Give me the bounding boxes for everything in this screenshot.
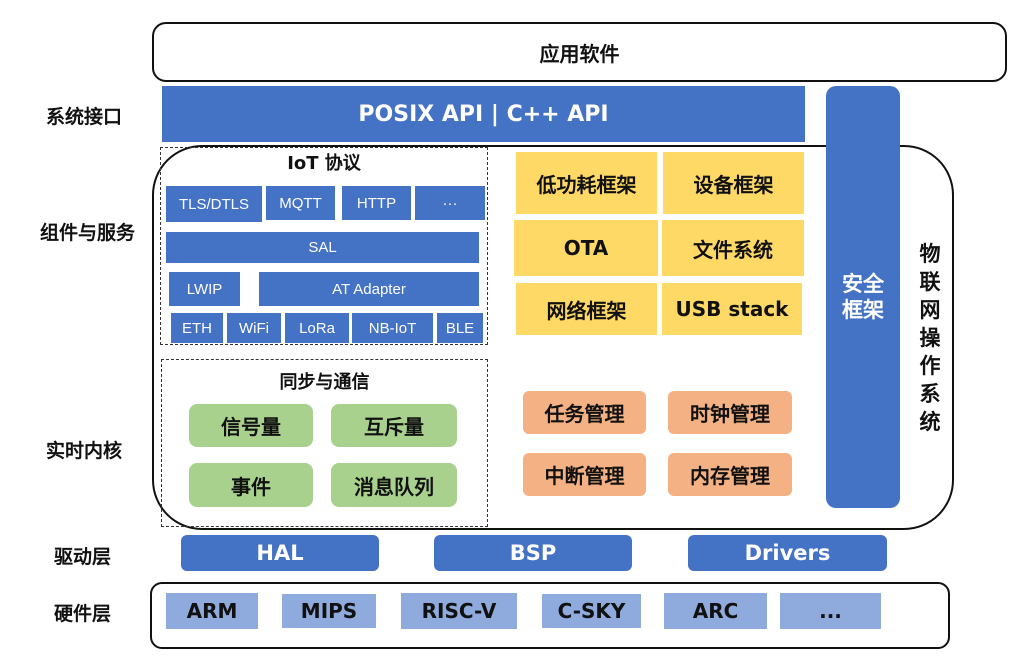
iot-os-label-char: 统 bbox=[919, 410, 941, 434]
hardware-arm: ARM bbox=[166, 593, 258, 629]
protocol-lwip: LWIP bbox=[169, 272, 240, 306]
row-label-driver-layer: 驱动层 bbox=[54, 546, 112, 568]
framework-file-system: 文件系统 bbox=[662, 220, 804, 276]
sync-comm-title: 同步与通信 bbox=[279, 372, 370, 393]
framework-ota: OTA bbox=[514, 220, 658, 276]
hardware-arc: ARC bbox=[664, 593, 767, 629]
iot-os-label-char: 联 bbox=[919, 270, 941, 294]
protocol-nb-iot: NB-IoT bbox=[352, 313, 433, 343]
sync-event: 事件 bbox=[189, 463, 313, 507]
iot-protocol-group bbox=[160, 147, 488, 345]
driver-bsp: BSP bbox=[434, 535, 632, 571]
framework-usb-stack: USB stack bbox=[662, 283, 802, 335]
framework-low-power: 低功耗框架 bbox=[516, 152, 657, 214]
protocol-tls-dtls: TLS/DTLS bbox=[166, 186, 262, 222]
sync-message-queue: 消息队列 bbox=[331, 463, 457, 507]
framework-network: 网络框架 bbox=[516, 283, 657, 335]
hardware-layer-box bbox=[150, 582, 950, 649]
application-layer: 应用软件 bbox=[152, 22, 1007, 82]
iot-os-label-char: 网 bbox=[919, 298, 941, 322]
security-framework-line2: 框架 bbox=[842, 298, 884, 322]
driver-hal: HAL bbox=[181, 535, 379, 571]
sync-comm-group bbox=[161, 359, 488, 527]
security-framework: 安全 框架 bbox=[826, 86, 900, 508]
hardware-c-sky: C-SKY bbox=[542, 594, 641, 628]
kernel-task-management: 任务管理 bbox=[523, 391, 646, 434]
api-bar: POSIX API | C++ API bbox=[162, 86, 805, 142]
row-label-system-interface: 系统接口 bbox=[46, 106, 123, 128]
protocol-sal: SAL bbox=[166, 232, 479, 263]
iot-os-label-char: 操 bbox=[919, 326, 941, 350]
protocol-mqtt: MQTT bbox=[266, 186, 335, 220]
kernel-interrupt-management: 中断管理 bbox=[523, 453, 646, 496]
row-label-hardware-layer: 硬件层 bbox=[54, 603, 112, 625]
protocol-wifi: WiFi bbox=[227, 313, 281, 343]
kernel-clock-management: 时钟管理 bbox=[668, 391, 792, 434]
protocol-ble: BLE bbox=[437, 313, 483, 343]
protocol-eth: ETH bbox=[171, 313, 223, 343]
protocol-more: ··· bbox=[415, 186, 485, 220]
row-label-realtime-kernel: 实时内核 bbox=[46, 440, 123, 462]
protocol-at-adapter: AT Adapter bbox=[259, 272, 479, 306]
driver-drivers: Drivers bbox=[688, 535, 887, 571]
security-framework-line1: 安全 bbox=[842, 272, 884, 296]
iot-protocol-title: IoT 协议 bbox=[287, 153, 361, 174]
iot-os-label-char: 系 bbox=[919, 382, 941, 406]
framework-device: 设备框架 bbox=[663, 152, 804, 214]
application-layer-label: 应用软件 bbox=[539, 41, 620, 66]
hardware-risc-v: RISC-V bbox=[401, 593, 517, 629]
hardware-mips: MIPS bbox=[282, 594, 376, 628]
protocol-lora: LoRa bbox=[285, 313, 349, 343]
iot-os-label: 物联网操作系统 bbox=[912, 240, 948, 436]
iot-os-boundary bbox=[152, 145, 954, 530]
iot-os-label-char: 作 bbox=[919, 354, 941, 378]
api-bar-label: POSIX API | C++ API bbox=[358, 101, 609, 127]
sync-mutex: 互斥量 bbox=[331, 404, 457, 447]
sync-semaphore: 信号量 bbox=[189, 404, 313, 447]
row-label-components-services: 组件与服务 bbox=[40, 222, 136, 244]
hardware-more: ... bbox=[780, 593, 881, 629]
iot-os-label-char: 物 bbox=[919, 242, 941, 266]
protocol-http: HTTP bbox=[342, 186, 411, 220]
kernel-memory-management: 内存管理 bbox=[668, 453, 792, 496]
